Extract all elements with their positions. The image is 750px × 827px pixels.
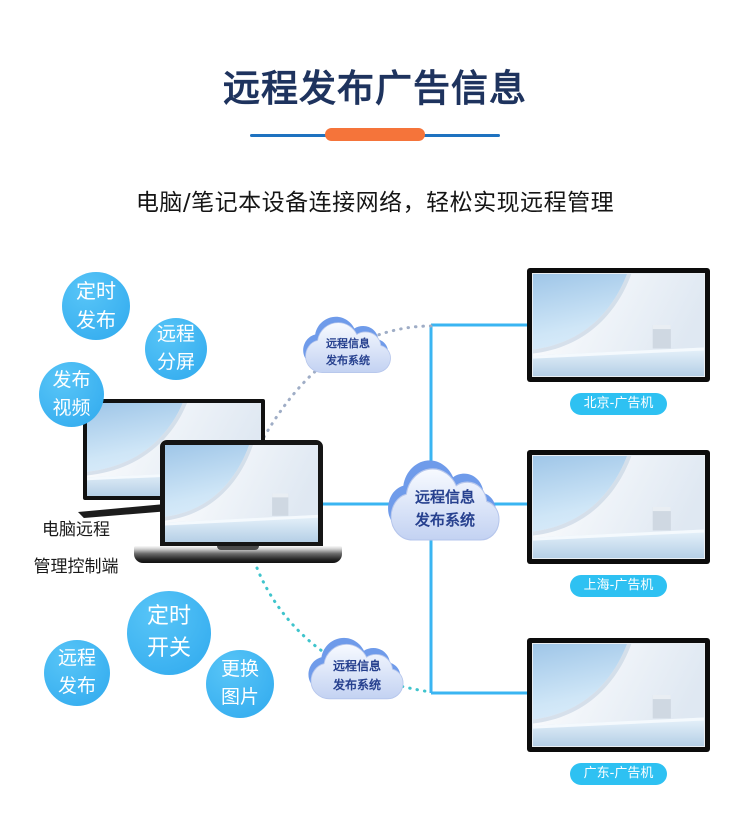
feature-bubble-change-image: 更换 图片: [206, 650, 274, 718]
controller-laptop: [160, 440, 323, 547]
ad-monitor: [527, 268, 710, 382]
ad-screen-art: [533, 274, 704, 376]
cloud-text-line: 发布系统: [332, 678, 381, 692]
laptop-screen: [165, 445, 318, 542]
ad-display-shanghai: 上海-广告机: [527, 450, 710, 597]
controller-label-line2: 管理控制端: [33, 557, 119, 577]
laptop-keyboard-base: [134, 546, 342, 563]
page-subtitle: 电脑/笔记本设备连接网络，轻松实现远程管理: [135, 190, 615, 216]
ad-screen: [532, 455, 705, 559]
bubble-text: 发布: [57, 675, 96, 697]
bubble-text: 发布: [52, 368, 91, 391]
bubble-text: 视频: [52, 396, 91, 419]
bubble-text: 更换: [220, 658, 259, 681]
feature-bubble-publish-video: 发布 视频: [39, 362, 104, 427]
bubble-text: 发布: [76, 308, 116, 332]
cloud-bottom-text: 远程信息 发布系统: [333, 657, 381, 694]
display-label-shanghai: 上海-广告机: [569, 575, 668, 597]
bubble-text: 远程: [57, 647, 96, 670]
ad-screen-art: [533, 456, 704, 558]
ad-screen: [532, 273, 705, 377]
bubble-text: 图片: [220, 686, 259, 708]
cloud-text-line: 远程信息: [326, 336, 370, 350]
controller-label: 电脑远程 管理控制端: [8, 515, 144, 577]
feature-bubble-remote-publish: 远程 发布: [44, 640, 110, 706]
bubble-text: 开关: [146, 636, 191, 661]
title-divider: [250, 128, 500, 142]
bubble-text: 定时: [146, 604, 191, 630]
display-label-beijing: 北京-广告机: [569, 393, 668, 415]
cloud-text-line: 发布系统: [326, 354, 370, 367]
ad-screen: [532, 643, 705, 747]
cloud-text-line: 发布系统: [414, 511, 475, 529]
divider-accent: [325, 128, 425, 141]
cloud-center: 远程信息 发布系统: [384, 458, 506, 552]
feature-bubble-timed-switch: 定时 开关: [127, 591, 211, 675]
ad-display-beijing: 北京-广告机: [527, 268, 710, 415]
cloud-text-line: 远程信息: [414, 487, 475, 506]
page-title: 远程发布广告信息: [223, 67, 527, 110]
ad-monitor: [527, 450, 710, 564]
ad-monitor: [527, 638, 710, 752]
laptop-notch: [217, 546, 259, 550]
feature-bubble-remote-splitscreen: 远程 分屏: [145, 318, 207, 380]
bubble-text: 定时: [76, 279, 116, 303]
cloud-text-line: 远程信息: [332, 659, 381, 674]
bubble-text: 分屏: [156, 351, 195, 373]
ad-display-guangdong: 广东-广告机: [527, 638, 710, 785]
ad-screen-art: [533, 644, 704, 746]
controller-label-line1: 电脑远程: [42, 520, 110, 540]
cloud-center-text: 远程信息 发布系统: [415, 486, 475, 533]
cloud-top: 远程信息 发布系统: [300, 315, 396, 381]
feature-bubble-timed-publish: 定时 发布: [62, 272, 130, 340]
bubble-text: 远程: [156, 323, 195, 346]
display-label-guangdong: 广东-广告机: [569, 763, 668, 785]
cloud-top-text: 远程信息 发布系统: [326, 335, 370, 369]
cloud-bottom: 远程信息 发布系统: [305, 636, 409, 708]
